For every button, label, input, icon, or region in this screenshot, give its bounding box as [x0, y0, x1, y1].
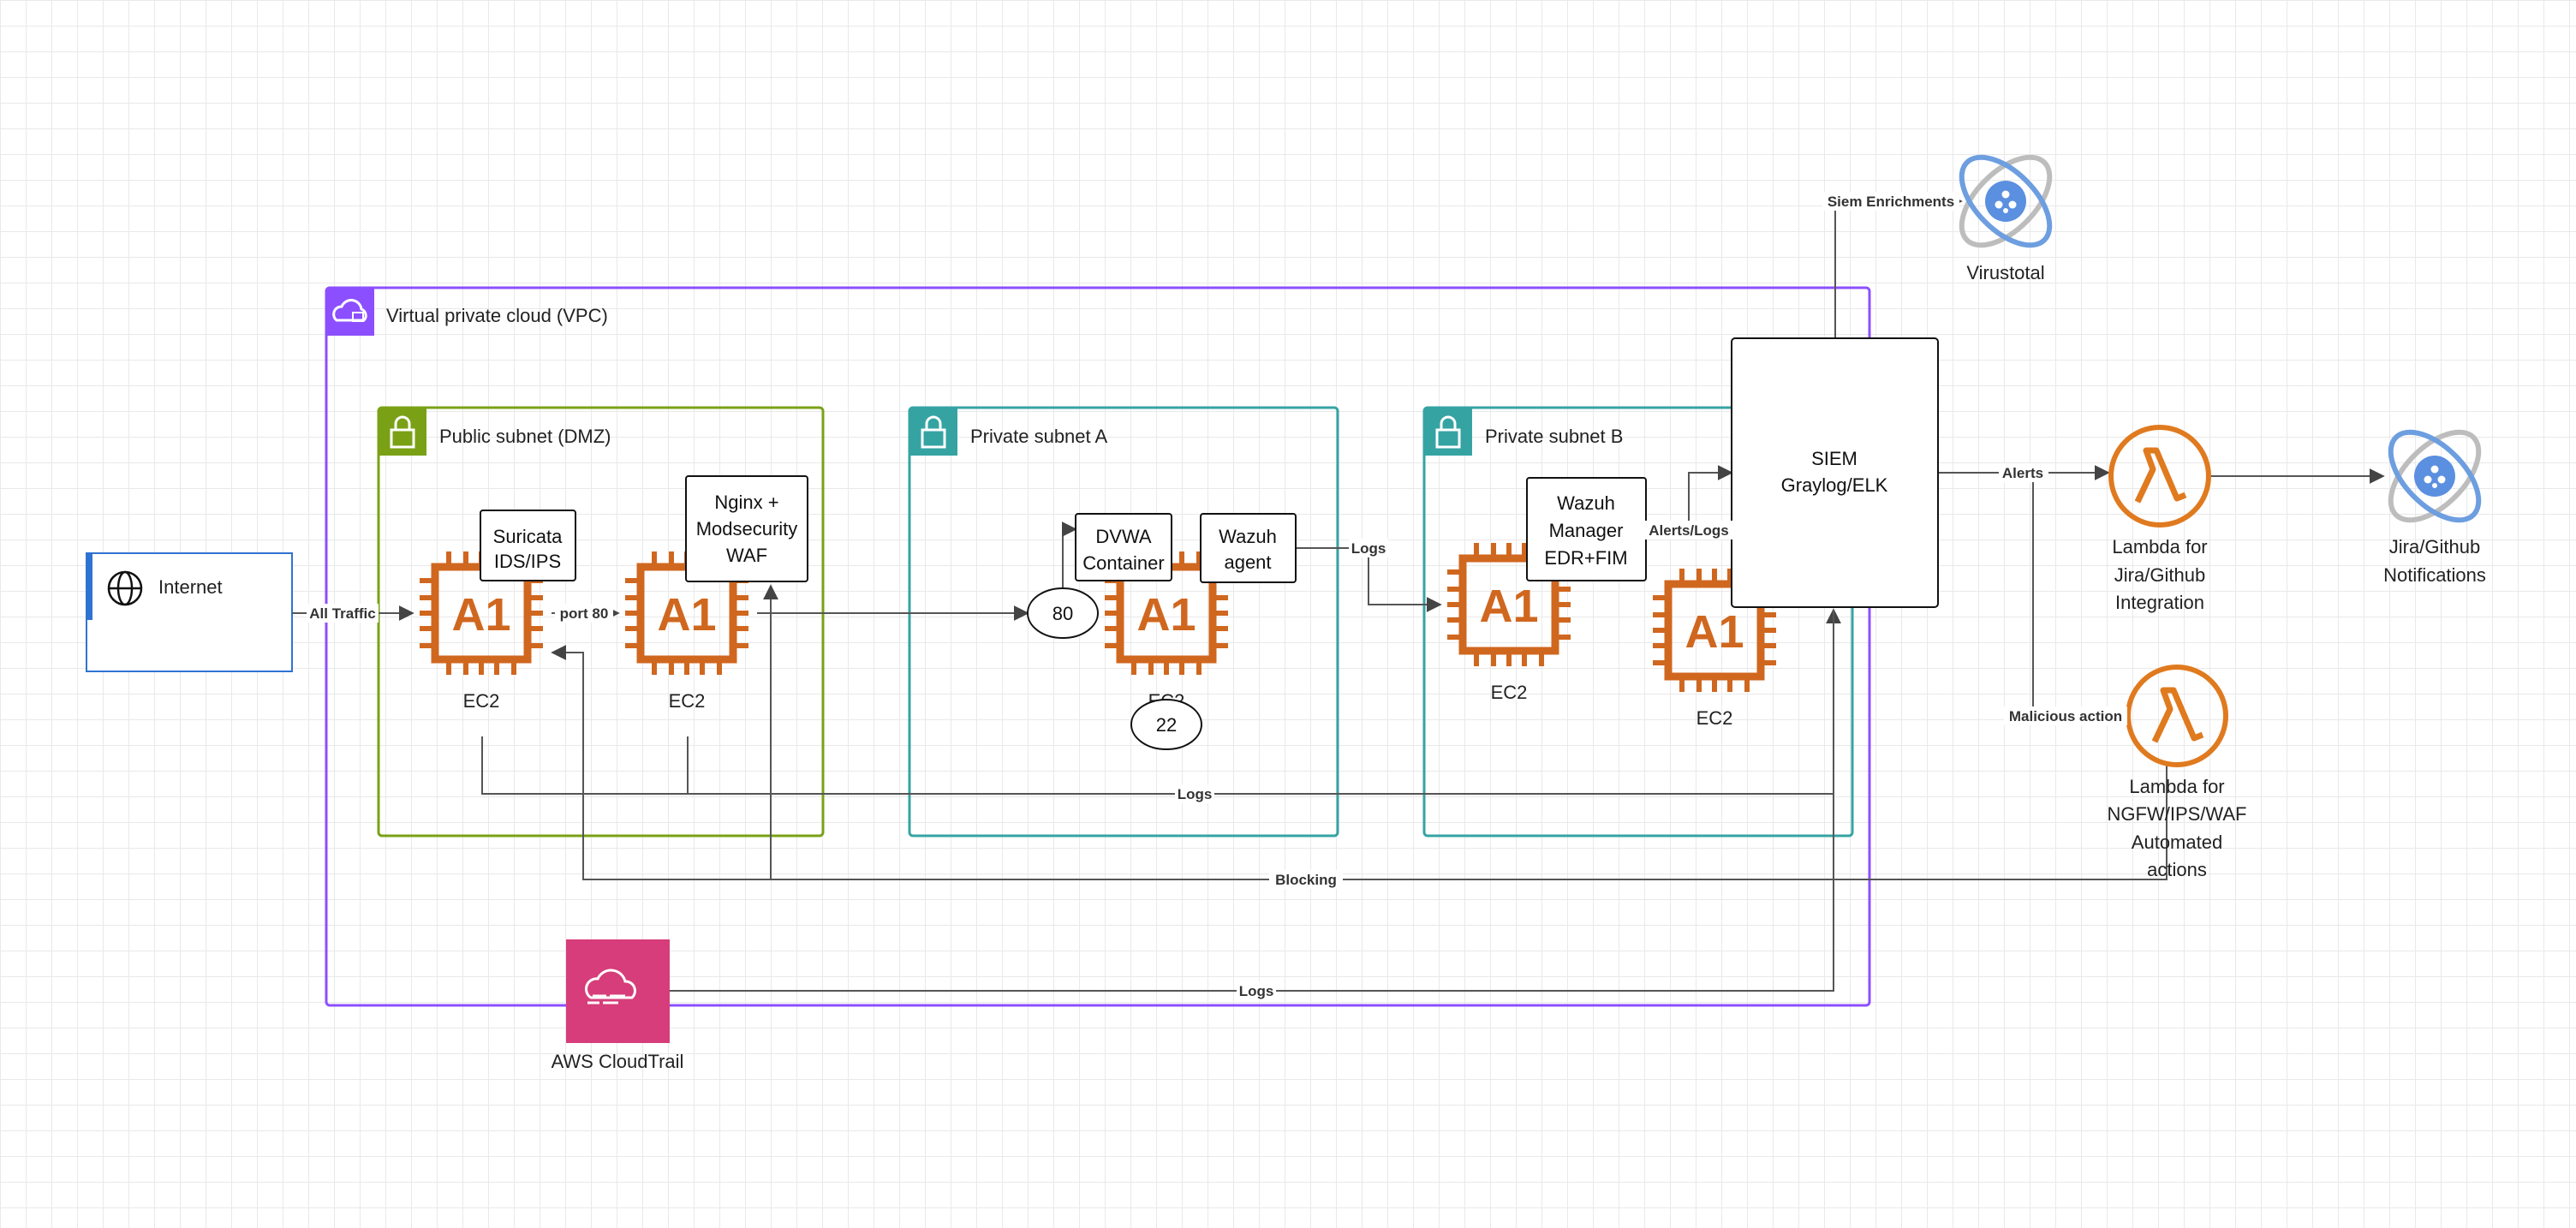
edge-agent-to-manager	[1297, 547, 1442, 612]
internet-label: Internet	[158, 576, 223, 598]
label-all-traffic: All Traffic	[309, 605, 375, 622]
notifications-line-2: Notifications	[2383, 564, 2486, 586]
lambda-ngfw-line-4: actions	[2147, 859, 2207, 880]
ec2-chip-label: A1	[1479, 581, 1538, 632]
api-orbit-icon	[1947, 142, 2066, 261]
ec2-waf-label: EC2	[669, 690, 706, 712]
wazuh-manager-line-1: Wazuh	[1557, 492, 1615, 514]
port-22-node: 22	[1130, 699, 1202, 750]
ec2-siem-node: A1 EC2	[1653, 569, 1776, 729]
label-logs-cloudtrail: Logs	[1239, 983, 1274, 999]
virustotal-label: Virustotal	[1966, 262, 2044, 283]
virustotal-node: Virustotal	[1947, 142, 2066, 283]
edge-labels: All Traffic port 80 Logs Alerts/Logs Log…	[307, 192, 2127, 1000]
edge-siem-to-virustotal	[1834, 194, 1963, 338]
lambda-jira-line-2: Jira/Github	[2114, 564, 2205, 586]
dvwa-line-2: Container	[1082, 552, 1164, 574]
label-port-80: port 80	[560, 605, 609, 622]
lambda-jira-line-3: Integration	[2115, 592, 2204, 613]
vpc-label: Virtual private cloud (VPC)	[386, 305, 608, 326]
ec2-chip-label: A1	[657, 589, 716, 641]
label-blocking: Blocking	[1275, 872, 1337, 888]
public-subnet-label: Public subnet (DMZ)	[439, 426, 611, 447]
label-alerts: Alerts	[2002, 465, 2043, 481]
lock-icon	[1422, 406, 1474, 457]
lambda-ngfw-line-3: Automated	[2132, 832, 2222, 853]
wazuh-agent-line-2: agent	[1224, 551, 1271, 573]
nginx-line-2: Modsecurity	[696, 518, 798, 539]
nginx-waf-box: Nginx + Modsecurity WAF	[685, 475, 808, 582]
vpc-container: Virtual private cloud (VPC)	[325, 286, 1871, 1007]
ec2-waf-node: A1 EC2	[625, 551, 748, 712]
cloudtrail-label: AWS CloudTrail	[552, 1051, 684, 1072]
private-subnet-a-container: Private subnet A	[908, 406, 1339, 838]
ec2-chip-label: A1	[1136, 589, 1196, 641]
cloudtrail-icon	[566, 939, 670, 1043]
wazuh-agent-line-1: Wazuh	[1219, 526, 1277, 547]
lambda-jira-line-1: Lambda for	[2112, 536, 2207, 557]
edge-blocking	[551, 645, 2168, 880]
label-siem-enrichments: Siem Enrichments	[1828, 194, 1954, 210]
suricata-line-1: Suricata	[493, 526, 563, 547]
label-alerts-logs: Alerts/Logs	[1649, 522, 1729, 539]
lambda-icon	[2111, 427, 2209, 525]
wazuh-manager-line-3: EDR+FIM	[1544, 547, 1627, 569]
dvwa-line-1: DVWA	[1095, 526, 1152, 547]
lambda-icon	[2128, 667, 2226, 765]
lambda-ngfw-line-1: Lambda for	[2129, 776, 2224, 797]
dvwa-container-box: DVWA Container	[1075, 513, 1172, 581]
lambda-ngfw-line-2: NGFW/IPS/WAF	[2108, 803, 2247, 825]
edge-cloudtrail-logs	[670, 610, 1834, 992]
api-orbit-icon	[2376, 417, 2495, 536]
ec2-chip-label: A1	[451, 589, 510, 641]
label-logs-subnets: Logs	[1178, 786, 1213, 802]
suricata-box: Suricata IDS/IPS	[480, 510, 576, 581]
ec2-ids-node: A1 EC2	[420, 551, 543, 712]
private-subnet-b-container: Private subnet B	[1422, 406, 1854, 838]
lambda-ngfw-node: Lambda for NGFW/IPS/WAF Automated action…	[2108, 667, 2247, 880]
ec2-ids-label: EC2	[463, 690, 500, 712]
wazuh-manager-box: Wazuh Manager EDR+FIM	[1526, 477, 1647, 581]
lambda-jira-node: Lambda for Jira/Github Integration	[2111, 427, 2209, 613]
ec2-manager-label: EC2	[1491, 682, 1528, 703]
port-22-label: 22	[1156, 714, 1177, 736]
lock-icon	[377, 406, 428, 457]
ec2-chip-label: A1	[1685, 606, 1744, 658]
siem-line-1: SIEM	[1811, 448, 1857, 469]
edge-manager-to-siem	[1688, 465, 1733, 534]
lock-icon	[908, 406, 959, 457]
port-80-label: 80	[1052, 603, 1073, 624]
globe-icon	[107, 570, 143, 606]
suricata-line-2: IDS/IPS	[494, 551, 561, 572]
label-logs-agent: Logs	[1351, 540, 1386, 557]
private-subnet-b-label: Private subnet B	[1485, 426, 1623, 447]
ec2-siem-label: EC2	[1696, 707, 1733, 729]
private-subnet-a-label: Private subnet A	[970, 426, 1108, 447]
nginx-line-1: Nginx +	[714, 492, 778, 513]
cloud-lock-icon	[326, 288, 374, 336]
internet-node: Internet	[86, 552, 293, 672]
notifications-node: Jira/Github Notifications	[2376, 417, 2495, 586]
port-80-node: 80	[1027, 587, 1099, 639]
wazuh-agent-box: Wazuh agent	[1200, 513, 1297, 583]
notifications-line-1: Jira/Github	[2389, 536, 2480, 557]
nginx-line-3: WAF	[726, 545, 767, 566]
label-malicious-action: Malicious action	[2009, 708, 2122, 724]
ec2-wazuh-manager-node: A1 EC2	[1447, 543, 1571, 703]
siem-line-2: Graylog/ELK	[1781, 474, 1888, 496]
wazuh-manager-line-2: Manager	[1549, 520, 1624, 541]
siem-box: SIEM Graylog/ELK	[1731, 337, 1939, 608]
edge-port80-to-dvwa	[1061, 522, 1077, 593]
cloudtrail-node: AWS CloudTrail	[552, 939, 684, 1072]
